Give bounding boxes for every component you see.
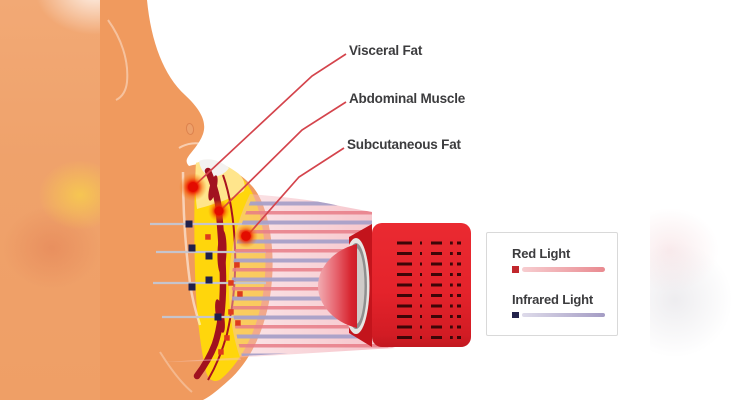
infrared-markers	[185, 220, 222, 321]
nipple	[185, 123, 195, 135]
blurred-edge-right	[650, 0, 735, 400]
legend-item-infrared: Infrared Light	[512, 291, 617, 318]
label-subcutaneous-fat: Subcutaneous Fat	[347, 137, 461, 152]
leader-abdominal-muscle	[220, 101, 347, 211]
legend-label-infrared-light: Infrared Light	[512, 291, 593, 307]
leader-lines	[193, 53, 347, 237]
hip-crease	[159, 351, 193, 393]
led-panel-column-2	[431, 239, 461, 341]
red-light-markers	[205, 234, 243, 355]
leader-visceral-fat	[193, 53, 347, 187]
chest-crease	[178, 142, 206, 149]
leader-subcutaneous-fat	[246, 147, 345, 237]
red-light-gradient-bar	[521, 267, 605, 272]
red-light-swatch-icon	[512, 266, 519, 273]
shoulder-crease	[107, 19, 129, 101]
legend-label-red-light: Red Light	[512, 246, 571, 261]
cut-edge-highlight	[181, 171, 202, 326]
label-visceral-fat: Visceral Fat	[349, 43, 423, 58]
label-abdominal-muscle: Abdominal Muscle	[349, 91, 466, 106]
blurred-edge-left	[0, 0, 100, 400]
therapy-device	[318, 223, 471, 347]
light-emitter-dome	[318, 244, 357, 328]
infrared-light-swatch-icon	[512, 311, 519, 318]
legend-item-red: Red Light	[512, 246, 617, 273]
infrared-light-gradient-bar	[521, 312, 605, 317]
legend-box: Red Light Infrared Light	[486, 232, 618, 336]
target-glow-dots	[179, 173, 258, 248]
led-panel-column-1	[393, 239, 422, 341]
